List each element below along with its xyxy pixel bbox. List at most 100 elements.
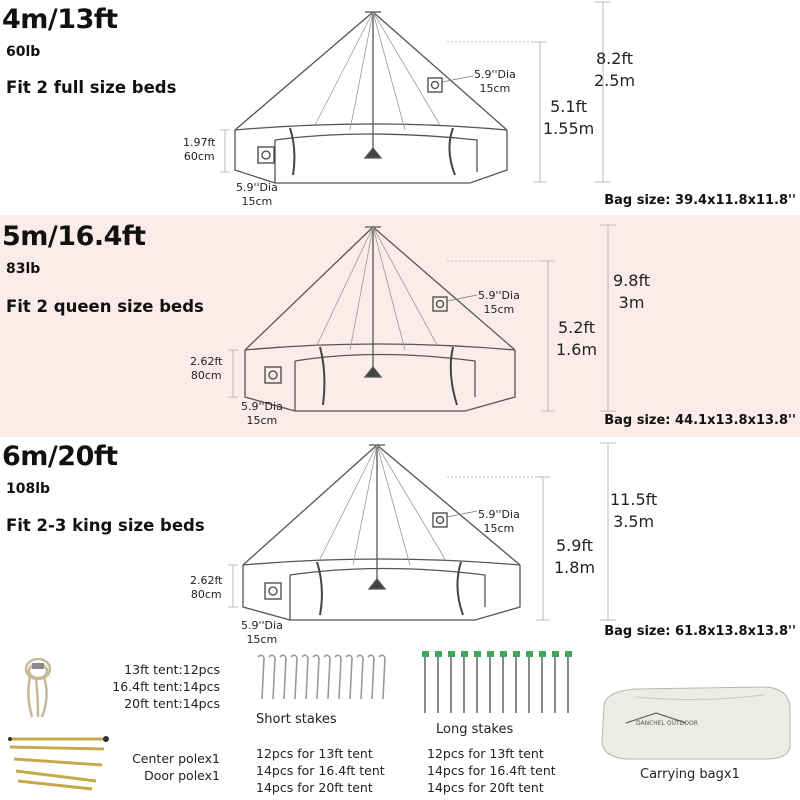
long-stake-icon [513,651,520,713]
side-wall-cm: 80cm [190,369,222,382]
vent-top-cm: 15cm [479,82,511,95]
total-height-ft: 11.5ft [610,490,658,509]
side-wall-ft: 1.97ft [183,136,216,149]
short-stake-icon [345,654,353,700]
vent-bottom-dia: 5.9''Dia [241,400,283,413]
tent-weight: 108lb [6,481,51,497]
vent-bottom-label: 5.9''Dia 15cm [241,619,283,647]
tent-beds: Fit 2 full size beds [6,78,177,97]
short-stake-icon [257,654,265,700]
side-wall-label: 2.62ft 80cm [190,355,222,383]
short-stake-icon [323,654,331,700]
short-stake-icon [367,654,375,700]
tent-size-title: 5m/16.4ft [2,221,146,252]
vent-bottom-label: 5.9''Dia 15cm [241,400,283,428]
vent-top-label: 5.9''Dia 15cm [474,68,516,96]
vent-bottom-label: 5.9''Dia 15cm [236,181,278,209]
tent-weight: 60lb [6,44,41,60]
poles-icon [8,736,109,791]
total-height-label: 8.2ft 2.5m [594,48,635,92]
door-pole-count: Door polex1 [144,768,220,783]
wall-height-ft: 5.2ft [557,318,596,337]
vent-bottom-cm: 15cm [246,633,278,646]
tent-drawing [228,442,616,621]
long-stake-icon [500,651,507,713]
bag-size-label: Bag size: [604,193,671,208]
tent-drawing [220,1,611,184]
long-stake-icon [422,651,429,713]
vent-top-cm: 15cm [483,303,515,316]
short-stakes-13ft: 12pcs for 13ft tent [256,746,373,761]
total-height-m: 2.5m [594,71,636,90]
long-stake-icon [487,651,494,713]
long-stake-icon [539,651,546,713]
tent-weight: 83lb [6,261,41,277]
tent-section-6m: 6m/20ft 108lb Fit 2-3 king size beds [0,437,800,647]
tent-beds: Fit 2-3 king size beds [6,516,205,535]
wall-height-m: 1.8m [554,558,596,577]
side-wall-label: 1.97ft 60cm [183,136,215,164]
short-stake-icon [279,654,287,700]
short-stake-icon [301,654,309,700]
long-stakes-16ft: 14pcs for 16.4ft tent [427,763,556,778]
vent-bottom-cm: 15cm [241,195,273,208]
tent-size-title: 6m/20ft [2,441,118,472]
wall-height-label: 5.9ft 1.8m [554,535,595,579]
total-height-m: 3m [618,293,645,312]
bag-size: Bag size: 44.1x13.8x13.8'' [604,413,796,428]
long-stakes-title: Long stakes [436,722,514,737]
long-stake-icon [461,651,468,713]
bag-size: Bag size: 39.4x11.8x11.8'' [604,193,796,208]
vent-bottom-dia: 5.9''Dia [236,181,278,194]
bag-size-label: Bag size: [604,413,671,428]
rope-count-13ft: 13ft tent:12pcs [124,662,220,677]
tent-drawing [228,224,616,412]
long-stake-icon [565,651,572,713]
pole-counts: Center polex1 Door polex1 [100,750,220,784]
side-wall-ft: 2.62ft [190,355,223,368]
rope-icon [24,657,52,718]
total-height-label: 11.5ft 3.5m [610,489,657,533]
wall-height-ft: 5.1ft [550,97,588,116]
short-stakes-16ft: 14pcs for 16.4ft tent [256,763,385,778]
total-height-ft: 8.2ft [595,49,634,68]
short-stake-icon [268,654,276,700]
vent-top-label: 5.9''Dia 15cm [478,508,520,536]
long-stake-icon [474,651,481,713]
vent-top-dia: 5.9''Dia [478,289,520,302]
vent-top-label: 5.9''Dia 15cm [478,289,520,317]
long-stake-icon [526,651,533,713]
bag-print: DANCHEL OUTDOOR [636,720,698,727]
total-height-ft: 9.8ft [613,271,651,290]
wall-height-m: 1.55m [543,119,595,138]
short-stake-icon [334,654,342,700]
bag-size-value: 44.1x13.8x13.8'' [675,413,796,428]
bag-size-label: Bag size: [604,624,671,639]
bag-size: Bag size: 61.8x13.8x13.8'' [604,624,796,639]
wall-height-m: 1.6m [556,340,598,359]
tent-section-4m: 4m/13ft 60lb Fit 2 full size beds [0,0,800,215]
side-wall-label: 2.62ft 80cm [190,574,222,602]
short-stakes-icon [257,654,386,700]
side-wall-ft: 2.62ft [190,574,223,587]
side-wall-cm: 80cm [190,588,222,601]
vent-top-dia: 5.9''Dia [478,508,520,521]
wall-height-label: 5.1ft 1.55m [543,96,594,140]
vent-top-cm: 15cm [483,522,515,535]
total-height-m: 3.5m [613,512,655,531]
center-pole-count: Center polex1 [132,751,220,766]
bag-size-value: 39.4x11.8x11.8'' [675,193,796,208]
tent-beds: Fit 2 queen size beds [6,297,204,316]
accessories-section: 13ft tent:12pcs 16.4ft tent:14pcs 20ft t… [0,647,800,800]
rope-counts: 13ft tent:12pcs 16.4ft tent:14pcs 20ft t… [100,661,220,712]
tent-section-5m: 5m/16.4ft 83lb Fit 2 queen size beds [0,215,800,437]
total-height-label: 9.8ft 3m [613,270,650,314]
vent-bottom-dia: 5.9''Dia [241,619,283,632]
long-stake-icon [435,651,442,713]
wall-height-label: 5.2ft 1.6m [556,317,597,361]
short-stake-icon [290,654,298,700]
long-stakes-13ft: 12pcs for 13ft tent [427,746,544,761]
long-stake-icon [448,651,455,713]
long-stakes-counts: 12pcs for 13ft tent 14pcs for 16.4ft ten… [427,745,556,796]
